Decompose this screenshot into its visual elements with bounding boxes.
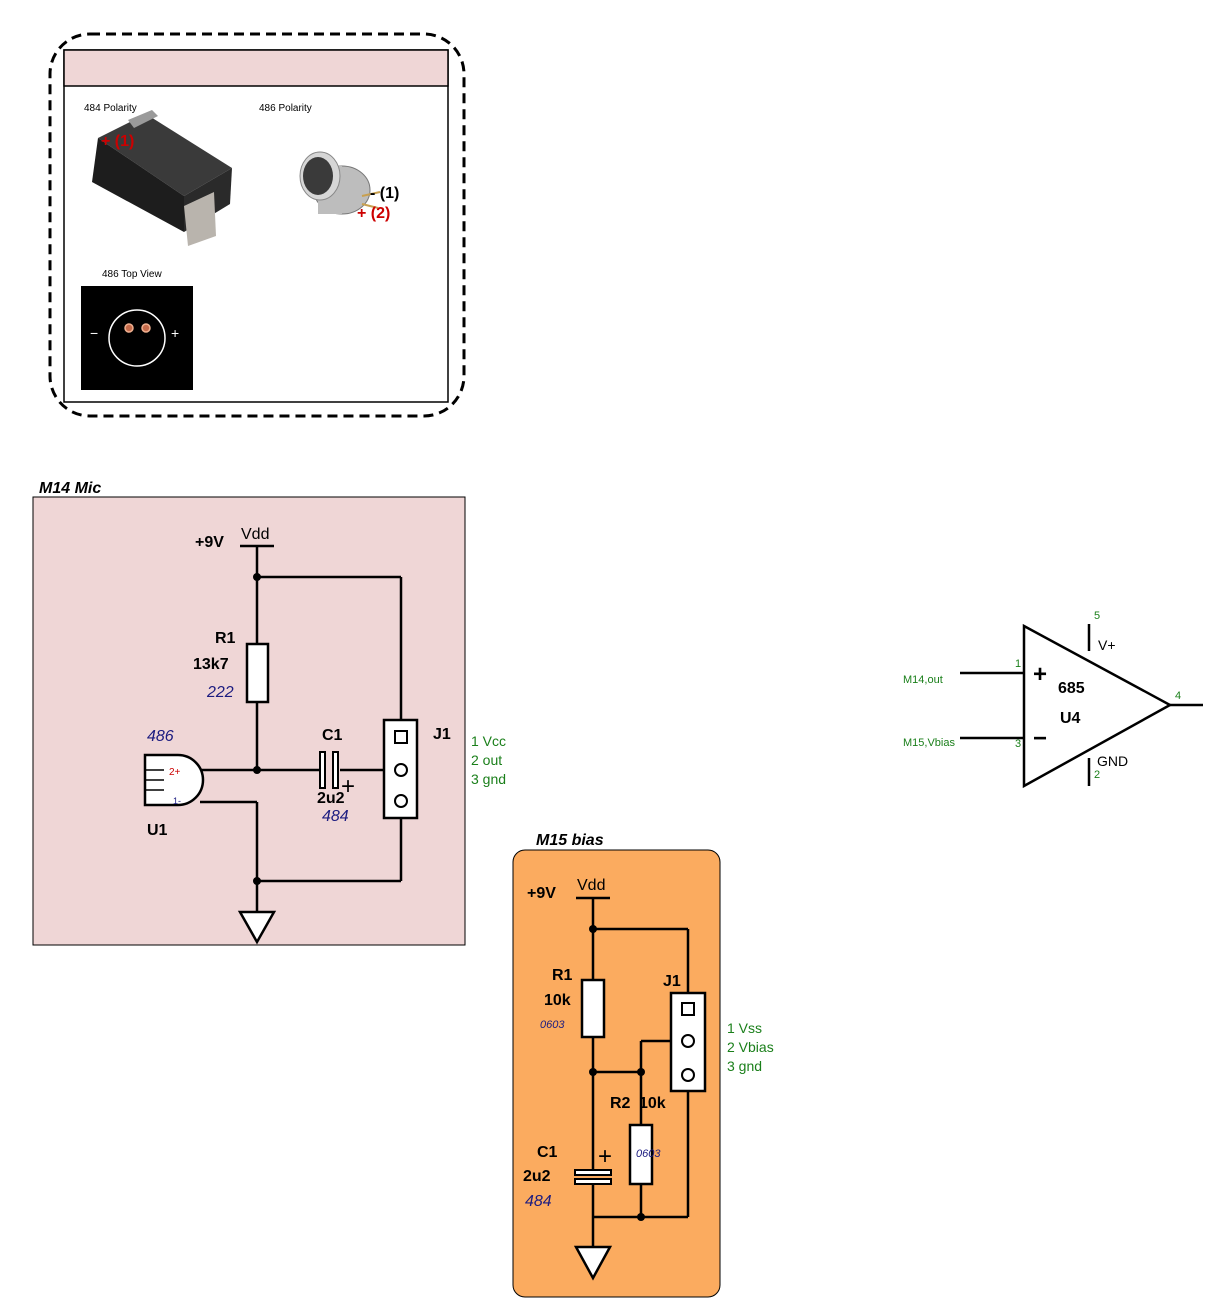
mic-top-view-image: − +	[81, 286, 193, 390]
m15-j1-pin1: 1 Vss	[727, 1020, 762, 1036]
m15-r1-ref: R1	[552, 967, 573, 984]
m14-j1-ref: J1	[433, 726, 451, 743]
opamp-pin1: 1	[1015, 658, 1021, 670]
m15-c1-package: 484	[525, 1193, 552, 1210]
opamp-gnd-label: GND	[1097, 753, 1128, 769]
top-view-plus: +	[171, 325, 179, 341]
opamp-pin2: 2	[1094, 769, 1100, 781]
m15-r2-ref: R2	[610, 1095, 631, 1112]
m14-r1-value: 13k7	[193, 656, 229, 673]
m15-panel	[512, 849, 721, 1298]
opamp-minus-sign: −	[1033, 725, 1047, 752]
m15-c1-ref: C1	[537, 1144, 558, 1161]
m14-supply-label: +9V	[195, 534, 224, 551]
m15-title: M15 bias	[536, 832, 604, 849]
opamp-in-minus-net: M15,Vbias	[903, 737, 955, 749]
m15-r2-resistor	[628, 1123, 654, 1186]
m15-c1-capacitor	[574, 1169, 612, 1185]
cap-plus-1-label: + (1)	[101, 133, 134, 150]
m14-c1-capacitor	[319, 751, 339, 789]
m15-r2-value: 10k	[639, 1095, 666, 1112]
m14-u1-package: 486	[147, 728, 174, 745]
m14-vdd-label: Vdd	[241, 526, 269, 543]
opamp-part-number: 685	[1058, 680, 1085, 697]
mic-plus-2-label: + (2)	[357, 205, 390, 222]
electret-mic-image	[299, 151, 381, 215]
m14-u1-ref: U1	[147, 822, 168, 839]
m15-junction	[637, 1213, 645, 1221]
m15-junction	[637, 1068, 645, 1076]
m14-j1-pin1: 1 Vcc	[471, 733, 506, 749]
m15-vdd-label: Vdd	[577, 877, 605, 894]
m14-mic-module: M14 Mic +9V Vdd R1 13k7 222	[32, 480, 506, 946]
mic-minus-1-label: - (1)	[370, 185, 399, 202]
m15-r1-package: 0603	[540, 1019, 565, 1031]
m14-c1-ref: C1	[322, 727, 343, 744]
m14-c1-package: 484	[322, 808, 349, 825]
m15-r1-value: 10k	[544, 992, 571, 1009]
m15-bias-module: M15 bias +9V Vdd R1 10k 0603	[512, 832, 774, 1298]
dashed-outline	[48, 32, 466, 418]
m14-junction	[253, 877, 261, 885]
m14-c1-plus: +	[341, 773, 355, 800]
m15-c1-plus: +	[598, 1143, 612, 1170]
caption-486-top-view: 486 Top View	[102, 269, 162, 280]
m15-junction	[589, 925, 597, 933]
m14-u1-pin1: 1-	[173, 796, 181, 806]
caption-484-polarity: 484 Polarity	[84, 103, 137, 114]
m14-r1-package: 222	[206, 684, 234, 701]
m15-c1-value: 2u2	[523, 1168, 551, 1185]
m15-r2-package: 0603	[636, 1148, 661, 1160]
m14-ground-symbol	[237, 910, 277, 945]
top-view-minus: −	[90, 325, 98, 341]
legend-header-bar	[63, 49, 449, 87]
m14-c1-value: 2u2	[317, 790, 345, 807]
polarity-legend-panel: 484 Polarity 486 Polarity + (1) - (1) + …	[48, 32, 466, 418]
m15-j1-connector	[669, 991, 707, 1093]
opamp-ref: U4	[1060, 710, 1081, 727]
opamp-plus-sign: +	[1033, 661, 1047, 688]
opamp-u4: + − 685 U4 M14,out M15,Vbias 1 3 4 5 2 V…	[903, 610, 1203, 789]
m14-j1-connector	[382, 718, 419, 820]
tantalum-capacitor-image	[92, 110, 232, 246]
m14-r1-ref: R1	[215, 630, 236, 647]
m14-u1-pin2: 2+	[169, 767, 181, 778]
m14-r1-resistor	[245, 642, 270, 704]
opamp-pins	[960, 624, 1203, 786]
m14-u1-microphone	[143, 753, 205, 807]
m15-j1-pin2: 2 Vbias	[727, 1039, 774, 1055]
opamp-pin3: 3	[1015, 738, 1021, 750]
opamp-triangle	[1022, 623, 1173, 789]
m15-supply-label: +9V	[527, 885, 556, 902]
m15-r1-resistor	[580, 978, 606, 1039]
m14-j1-pin2: 2 out	[471, 752, 502, 768]
opamp-pin4: 4	[1175, 690, 1181, 702]
m15-ground-symbol	[573, 1245, 613, 1281]
m14-title: M14 Mic	[39, 480, 101, 497]
m14-junction	[253, 766, 261, 774]
opamp-pin5: 5	[1094, 610, 1100, 622]
m15-junction	[589, 1068, 597, 1076]
opamp-in-plus-net: M14,out	[903, 674, 943, 686]
caption-486-polarity: 486 Polarity	[259, 103, 312, 114]
opamp-vplus-label: V+	[1098, 637, 1116, 653]
m14-junction	[253, 573, 261, 581]
m15-j1-ref: J1	[663, 973, 681, 990]
m14-j1-pin3: 3 gnd	[471, 771, 506, 787]
m15-j1-pin3: 3 gnd	[727, 1058, 762, 1074]
